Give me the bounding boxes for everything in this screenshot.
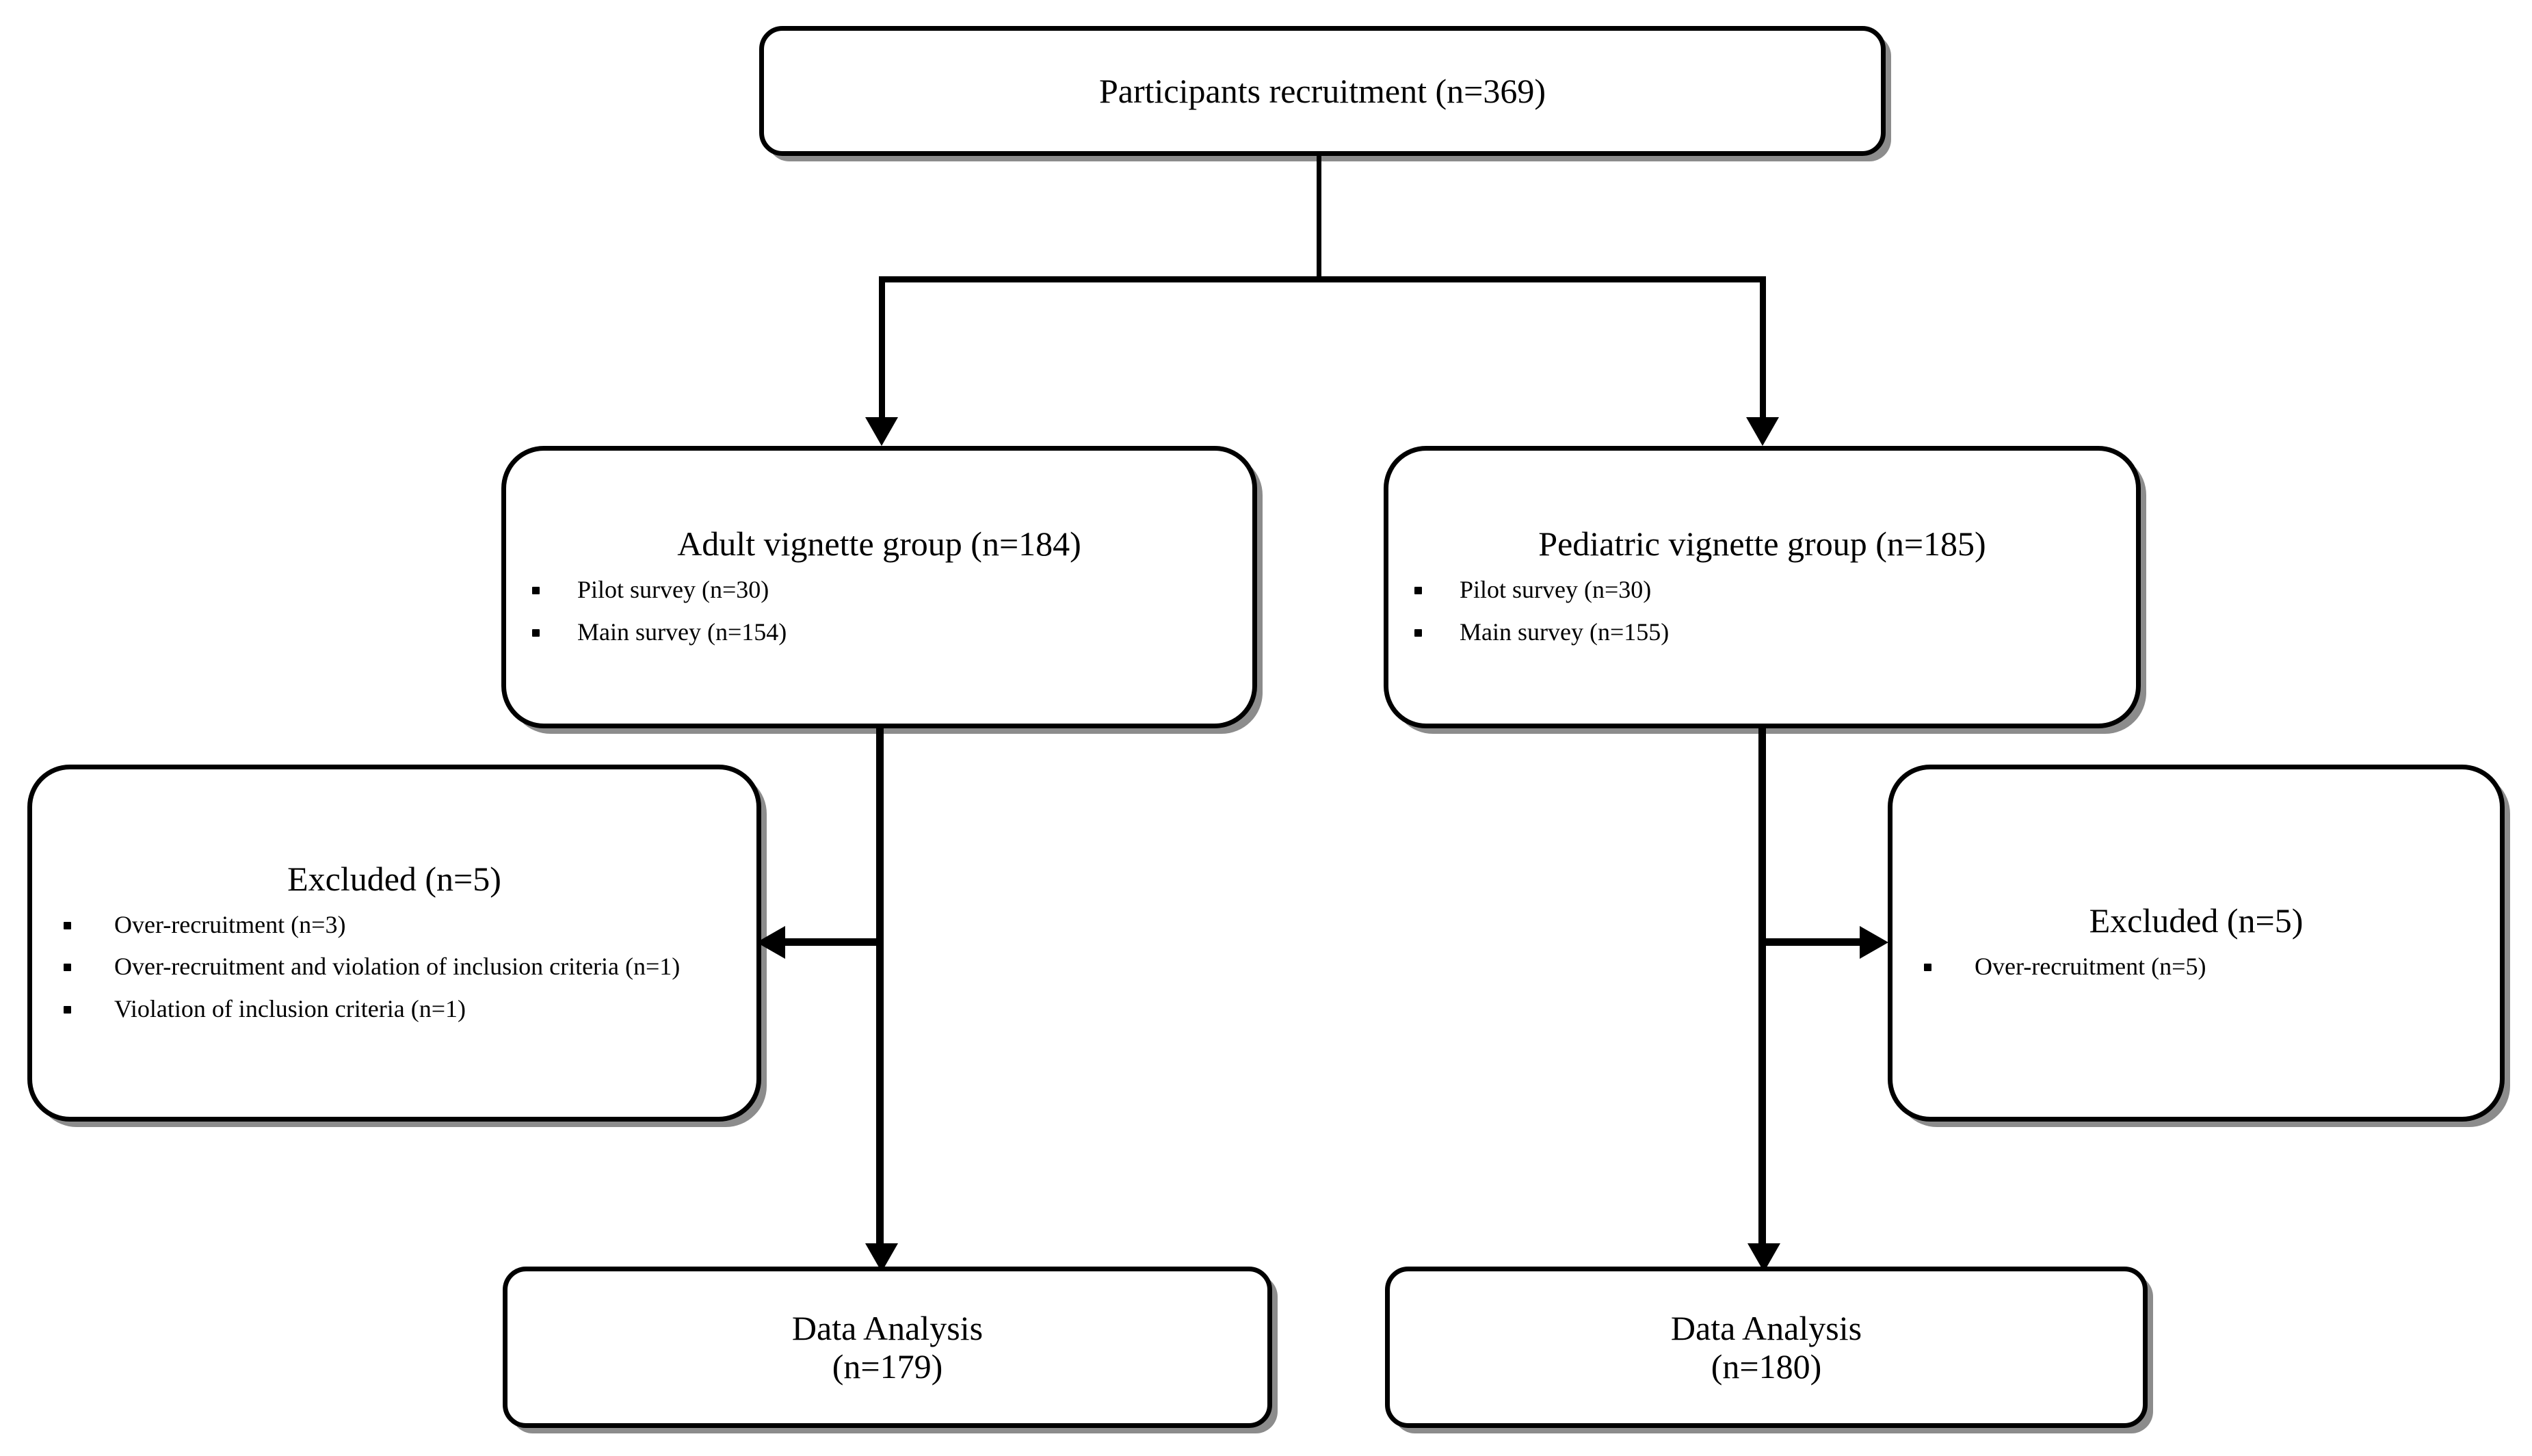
node-title-line2: (n=179) <box>832 1347 943 1386</box>
list-item: Violation of inclusion criteria (n=1) <box>55 992 733 1027</box>
list-item: Over-recruitment and violation of inclus… <box>55 949 733 984</box>
node-title: Participants recruitment (n=369) <box>1098 72 1546 110</box>
node-pediatric-vignette-group: Pediatric vignette group (n=185) Pilot s… <box>1384 446 2141 728</box>
node-title-line2: (n=180) <box>1711 1347 1822 1386</box>
node-bullet-list: Pilot survey (n=30) Main survey (n=155) <box>1409 572 2115 649</box>
node-title: Adult vignette group (n=184) <box>677 525 1081 564</box>
node-title-line1: Data Analysis <box>791 1309 984 1347</box>
node-adult-data-analysis: Data Analysis (n=179) <box>503 1267 1272 1428</box>
list-item: Over-recruitment (n=5) <box>1916 949 2477 984</box>
edge-pediatric-to-excluded <box>1761 938 1861 946</box>
arrowhead-to-pediatric-excluded <box>1860 926 1888 959</box>
edge-adult-to-excluded <box>785 938 881 946</box>
node-bullet-list: Over-recruitment (n=5) <box>1916 949 2477 984</box>
arrowhead-to-pediatric-group <box>1746 417 1779 446</box>
node-title: Pediatric vignette group (n=185) <box>1538 525 1986 564</box>
node-title: Excluded (n=5) <box>287 860 501 899</box>
edge-recruitment-stem <box>1317 156 1321 280</box>
list-item: Pilot survey (n=30) <box>527 572 1232 607</box>
arrowhead-to-adult-excluded <box>756 926 785 959</box>
node-adult-vignette-group: Adult vignette group (n=184) Pilot surve… <box>501 446 1257 728</box>
arrowhead-to-adult-group <box>865 417 898 446</box>
node-adult-excluded: Excluded (n=5) Over-recruitment (n=3) Ov… <box>27 765 761 1122</box>
node-title-line1: Data Analysis <box>1670 1309 1862 1347</box>
list-item: Main survey (n=155) <box>1409 615 2115 650</box>
list-item: Main survey (n=154) <box>527 615 1232 650</box>
node-title: Excluded (n=5) <box>2089 901 2304 940</box>
node-bullet-list: Pilot survey (n=30) Main survey (n=154) <box>527 572 1232 649</box>
edge-to-adult-group <box>879 276 885 420</box>
node-pediatric-excluded: Excluded (n=5) Over-recruitment (n=5) <box>1888 765 2505 1122</box>
edge-pediatric-spine <box>1758 728 1766 1249</box>
node-pediatric-data-analysis: Data Analysis (n=180) <box>1385 1267 2148 1428</box>
list-item: Pilot survey (n=30) <box>1409 572 2115 607</box>
node-participants-recruitment: Participants recruitment (n=369) <box>759 26 1886 156</box>
edge-to-pediatric-group <box>1760 276 1766 420</box>
edge-split-bar <box>879 276 1766 282</box>
list-item: Over-recruitment (n=3) <box>55 908 733 942</box>
node-bullet-list: Over-recruitment (n=3) Over-recruitment … <box>55 908 733 1026</box>
edge-adult-spine <box>876 728 884 1249</box>
